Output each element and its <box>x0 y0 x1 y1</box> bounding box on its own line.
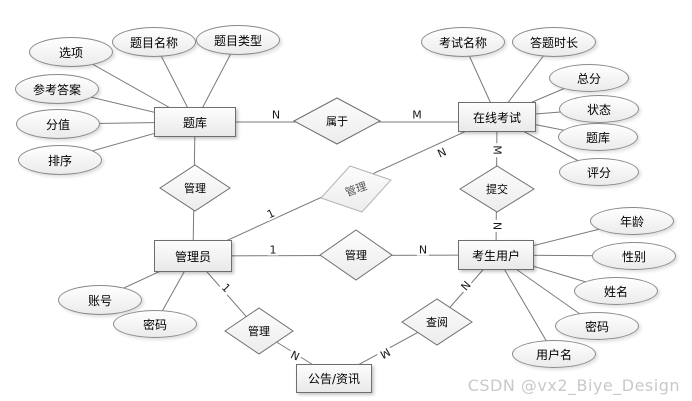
attribute-exam-name: 考试名称 <box>421 27 505 57</box>
relationship-label-manage-qbank: 管理 <box>184 182 206 195</box>
attribute-name: 姓名 <box>574 277 658 305</box>
attribute-user-password: 密码 <box>555 312 639 340</box>
relationship-label-manage-examinee: 管理 <box>345 249 367 262</box>
attribute-gender: 性别 <box>592 242 676 270</box>
cardinality-belongs-n: N <box>269 108 283 122</box>
attribute-reference-answer: 参考答案 <box>15 74 99 104</box>
attribute-account: 账号 <box>58 285 142 315</box>
relationship-diamond-view <box>401 298 473 346</box>
relationship-label-view: 查阅 <box>426 316 448 329</box>
attribute-sort-order: 排序 <box>18 145 102 175</box>
csdn-watermark: CSDN @vx2_Biye_Design <box>467 376 680 395</box>
cardinality-manage-examinee-n: N <box>416 243 430 257</box>
cardinality-belongs-m: M <box>410 108 424 122</box>
relationship-label-belongs: 属于 <box>326 115 348 128</box>
attribute-grading: 评分 <box>559 158 639 186</box>
attribute-total-score: 总分 <box>549 64 629 92</box>
relationship-diamond-manage-announcement <box>224 307 294 355</box>
cardinality-submit-n: N <box>490 219 504 233</box>
attribute-age: 年龄 <box>590 207 674 235</box>
relationship-diamond-manage-exam <box>320 165 392 213</box>
entity-announcement: 公告/资讯 <box>296 364 372 393</box>
entity-question-bank: 题库 <box>154 107 236 137</box>
entity-administrator: 管理员 <box>154 240 232 272</box>
relationship-diamond-manage-qbank <box>159 164 231 212</box>
entity-online-exam: 在线考试 <box>458 102 536 132</box>
cardinality-manage-examinee-1: 1 <box>267 243 279 257</box>
relationship-diamond-submit <box>459 165 535 213</box>
attribute-username: 用户名 <box>512 340 596 368</box>
attribute-answer-duration: 答题时长 <box>512 27 596 57</box>
attribute-admin-password: 密码 <box>113 310 197 338</box>
cardinality-submit-m: M <box>490 143 504 157</box>
attribute-question-bank-ref: 题库 <box>558 123 638 151</box>
attribute-question-type: 题目类型 <box>196 25 280 55</box>
attribute-question-name: 题目名称 <box>112 27 196 57</box>
relationship-label-submit: 提交 <box>486 183 508 196</box>
attribute-status: 状态 <box>559 95 639 123</box>
entity-examinee-user: 考生用户 <box>458 240 534 270</box>
relationship-diamond-belongs <box>292 97 382 145</box>
attribute-score-value: 分值 <box>16 109 100 139</box>
attribute-option: 选项 <box>29 37 113 67</box>
relationship-label-manage-announcement: 管理 <box>248 325 270 338</box>
relationship-diamond-manage-examinee <box>319 229 393 281</box>
